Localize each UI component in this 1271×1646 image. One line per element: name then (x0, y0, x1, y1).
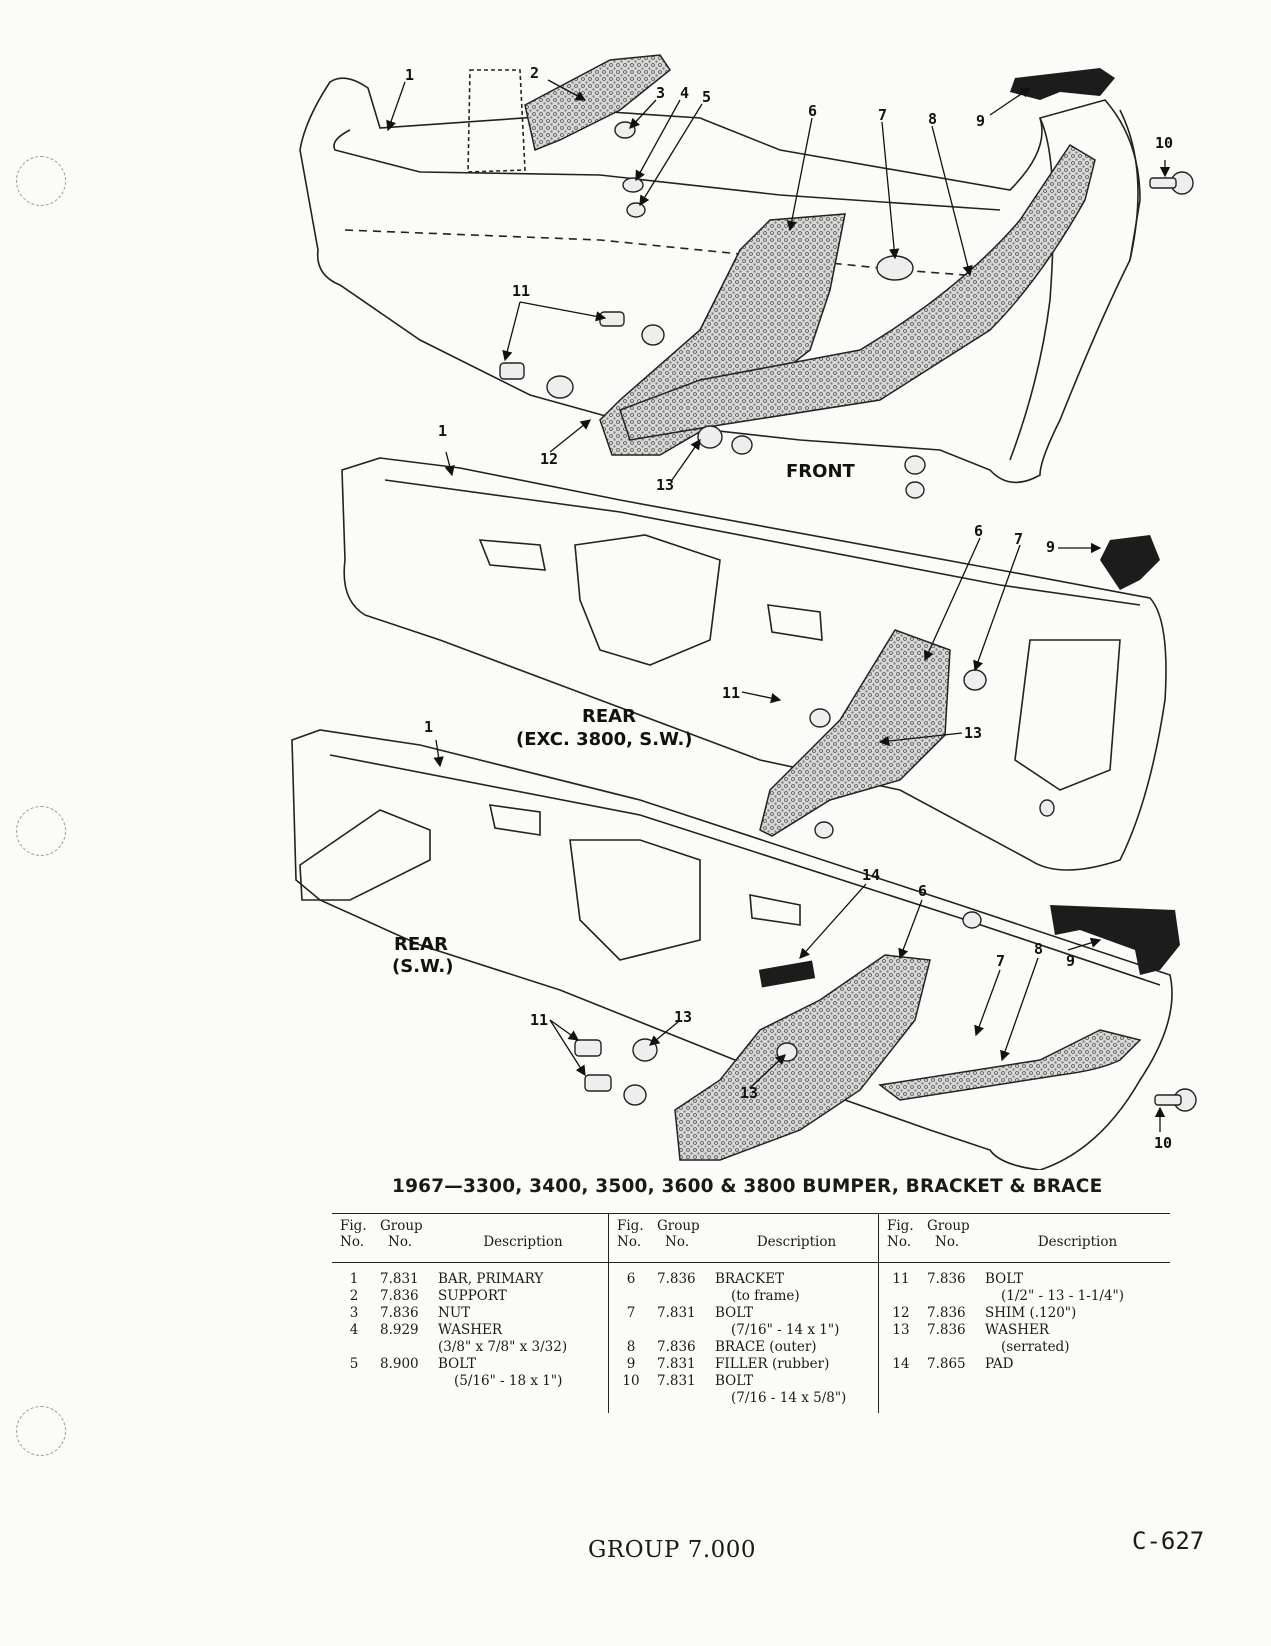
callout-7: 7 (878, 106, 887, 124)
callout-12: 12 (540, 450, 558, 468)
callout-2: 2 (530, 64, 539, 82)
callout-rear-7: 7 (1014, 530, 1023, 548)
support-bracket (524, 54, 672, 152)
callout-rear-11: 11 (722, 684, 740, 702)
callout-4: 4 (680, 84, 689, 102)
rear-callouts: 1 6 7 9 11 13 (438, 422, 1055, 742)
callout-rear-9: 9 (1046, 538, 1055, 556)
rear-sw-bracket (674, 954, 931, 1161)
callout-13: 13 (656, 476, 674, 494)
binder-hole-middle (16, 806, 66, 856)
callout-sw-11: 11 (530, 1011, 548, 1029)
pad (758, 960, 816, 988)
callout-rear-1: 1 (438, 422, 447, 440)
rubber-filler-front (1010, 68, 1115, 100)
rear-bumper-assembly (341, 457, 1167, 871)
table-row-detail: (to frame) (731, 1288, 800, 1304)
callout-sw-13b: 13 (740, 1084, 758, 1102)
table-row-detail: (3/8" x 7/8" x 3/32) (438, 1339, 568, 1355)
callout-leaders (386, 79, 1171, 1132)
table-row-detail: (serrated) (1001, 1339, 1070, 1355)
header-group: Group (380, 1218, 423, 1234)
callout-sw-13a: 13 (674, 1008, 692, 1026)
rubber-filler-rear (1100, 535, 1160, 590)
exploded-parts-diagram: 1 2 3 4 5 6 7 8 9 10 11 12 13 FRONT 1 6 … (291, 54, 1197, 1170)
callout-5: 5 (702, 88, 711, 106)
callout-sw-7: 7 (996, 952, 1005, 970)
table-row-detail: (1/2" - 13 - 1-1/4") (1001, 1288, 1125, 1304)
header-description: Description (483, 1234, 563, 1250)
table-row-detail: (7/16" - 14 x 1") (731, 1322, 840, 1338)
callout-6: 6 (808, 102, 817, 120)
callout-8: 8 (928, 110, 937, 128)
binder-hole-bottom (16, 1406, 66, 1456)
callout-sw-1: 1 (424, 718, 433, 736)
front-brace (619, 143, 1096, 441)
callout-9: 9 (976, 112, 985, 130)
page-number: C-627 (1132, 1527, 1205, 1555)
label-rear-sub: (EXC. 3800, S.W.) (516, 729, 693, 750)
callout-sw-14: 14 (862, 866, 880, 884)
rear-sw-callouts: 1 14 6 7 8 9 11 13 13 10 (424, 718, 1172, 1152)
header-group-no: No. (388, 1234, 412, 1250)
table-row-detail: (7/16 - 14 x 5/8") (731, 1390, 847, 1406)
figure-caption: 1967—3300, 3400, 3500, 3600 & 3800 BUMPE… (392, 1176, 1103, 1197)
rear-sw-brace (878, 1029, 1142, 1101)
callout-3: 3 (656, 84, 665, 102)
callout-sw-6: 6 (918, 882, 927, 900)
front-callouts: 1 2 3 4 5 6 7 8 9 10 11 12 13 (405, 64, 1173, 494)
label-front: FRONT (786, 461, 856, 482)
header-fig-no: No. (340, 1234, 364, 1250)
table-row-detail: (5/16" - 18 x 1") (454, 1373, 563, 1389)
callout-rear-13: 13 (964, 724, 982, 742)
rear-hardware (809, 669, 1055, 839)
label-rear: REAR (582, 706, 636, 727)
callout-sw-10: 10 (1154, 1134, 1172, 1152)
rear-bracket (759, 629, 951, 837)
callout-11: 11 (512, 282, 530, 300)
header-fig: Fig. (340, 1218, 367, 1234)
rear-sw-bumper-assembly (291, 729, 1173, 1170)
rubber-filler-sw (1050, 905, 1180, 975)
label-rear-sw-sub: (S.W.) (392, 956, 453, 977)
callout-sw-9: 9 (1066, 952, 1075, 970)
callout-10: 10 (1155, 134, 1173, 152)
footer-group-number: GROUP 7.000 (588, 1537, 757, 1563)
label-rear-sw: REAR (394, 934, 448, 955)
callout-1: 1 (405, 66, 414, 84)
binder-hole-top (16, 156, 66, 206)
callout-sw-8: 8 (1034, 940, 1043, 958)
callout-rear-6: 6 (974, 522, 983, 540)
